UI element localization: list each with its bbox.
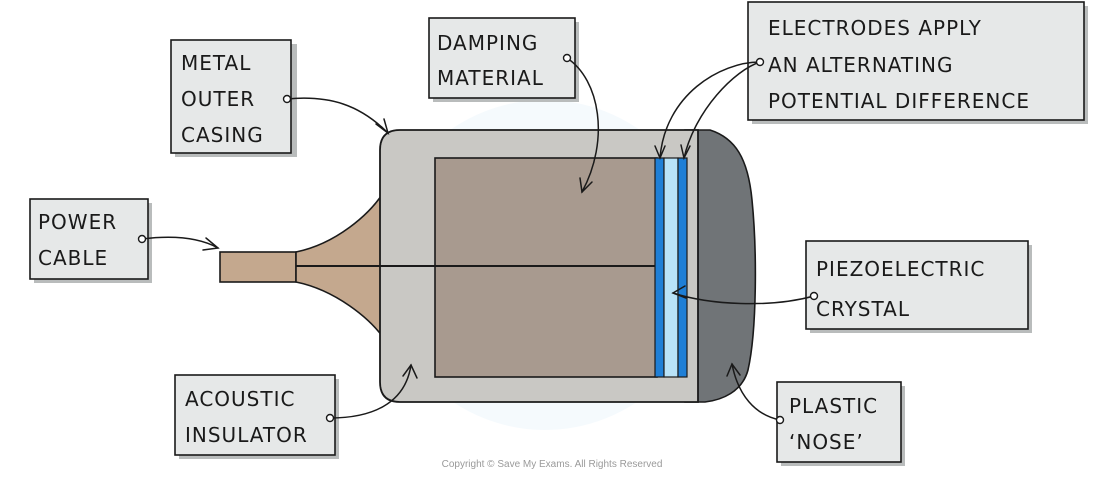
label-text-line: INSULATOR: [185, 423, 308, 447]
electrode-back: [654, 157, 665, 378]
arrowhead: [726, 362, 741, 377]
copyright-text: Copyright © Save My Exams. All Rights Re…: [442, 459, 663, 470]
label-damping-material: DAMPING MATERIAL: [428, 17, 579, 102]
label-text-line: POWER: [38, 210, 117, 234]
label-piezoelectric-crystal: PIEZOELECTRIC CRYSTAL: [805, 240, 1032, 333]
label-text-line: CRYSTAL: [816, 297, 910, 321]
arrow-metal-outer-casing: [286, 97, 389, 134]
pointer-dot: [755, 57, 765, 67]
pointer-dot: [282, 94, 292, 104]
arrowhead: [654, 145, 666, 160]
arrowhead: [579, 177, 593, 194]
label-text-line: CABLE: [38, 246, 108, 270]
label-text-line: MATERIAL: [437, 66, 544, 90]
label-power-cable: POWER CABLE: [29, 198, 152, 283]
pointer-dot: [325, 413, 335, 423]
damping-material-shape: [434, 157, 658, 378]
label-text-line: PLASTIC: [789, 394, 878, 418]
label-text-line: OUTER: [181, 87, 255, 111]
arrowhead: [671, 285, 687, 299]
arrowhead: [402, 363, 418, 379]
label-text-line: ELECTRODES APPLY: [768, 16, 982, 40]
arrowhead: [375, 118, 390, 135]
arrow-electrode-back: [659, 61, 761, 159]
pointer-dot: [809, 291, 819, 301]
arrow-acoustic-insulator: [329, 364, 412, 419]
label-text-line: ‘NOSE’: [789, 430, 864, 454]
label-text-line: DAMPING: [437, 31, 538, 55]
pointer-dot: [137, 234, 147, 244]
arrowhead: [680, 144, 691, 161]
arrow-electrode-front: [683, 61, 761, 159]
label-text-line: METAL: [181, 51, 251, 75]
label-electrodes: ELECTRODES APPLY AN ALTERNATING POTENTIA…: [747, 1, 1088, 124]
label-metal-outer-casing: METAL OUTER CASING: [170, 39, 297, 157]
arrow-damping-material: [566, 57, 600, 193]
arrowhead: [202, 237, 220, 251]
pointer-dot: [775, 415, 785, 425]
arrow-power-cable: [141, 236, 219, 249]
label-text-line: ACOUSTIC: [185, 387, 295, 411]
piezoelectric-crystal-shape: [663, 157, 679, 378]
power-cable-shape: [219, 251, 297, 283]
label-text-line: AN ALTERNATING: [768, 53, 953, 77]
arrow-piezoelectric-crystal: [672, 292, 815, 305]
label-text-line: PIEZOELECTRIC: [816, 257, 985, 281]
plastic-nose-shape: [684, 129, 757, 403]
label-text-line: CASING: [181, 123, 264, 147]
transducer: [219, 129, 757, 403]
electrode-front: [677, 157, 688, 378]
pointer-dot: [562, 53, 572, 63]
label-text-line: POTENTIAL DIFFERENCE: [768, 89, 1030, 113]
arrow-plastic-nose: [731, 363, 781, 421]
label-acoustic-insulator: ACOUSTIC INSULATOR: [174, 374, 339, 459]
label-plastic-nose: PLASTIC ‘NOSE’: [776, 381, 905, 466]
